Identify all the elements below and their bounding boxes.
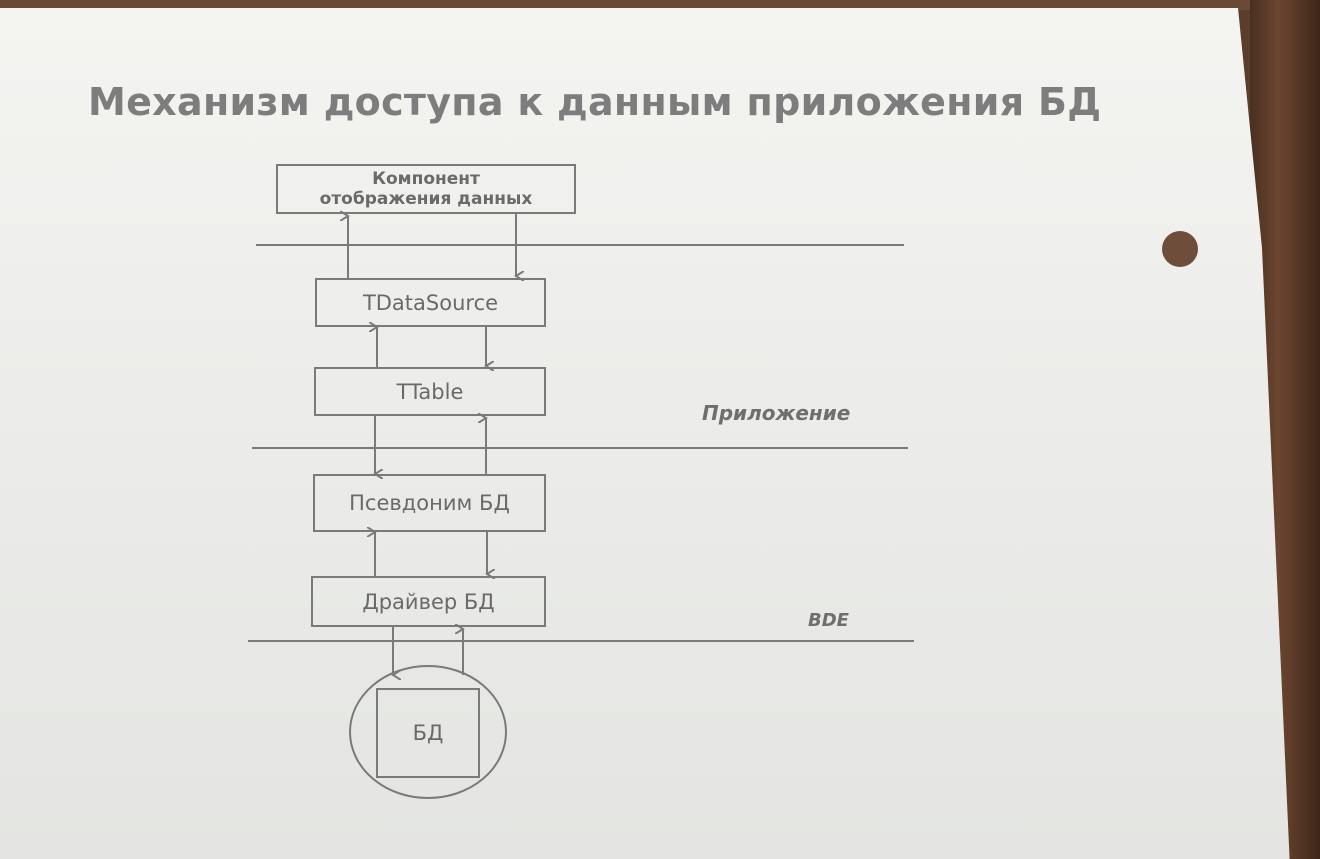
layer-label-application: Приложение	[702, 401, 851, 425]
box-db-label: БД	[412, 721, 444, 745]
box-alias-label: Псевдоним БД	[349, 491, 510, 515]
box-driver: Драйвер БД	[311, 576, 546, 627]
box-display-component-line2: отображения данных	[319, 189, 533, 209]
punch-hole	[1162, 231, 1198, 267]
box-driver-label: Драйвер БД	[362, 589, 495, 614]
box-table-label: TTable	[396, 379, 464, 404]
box-display-component-line1: Компонент	[372, 169, 480, 189]
paper-sheet	[0, 8, 1290, 859]
box-db: БД	[376, 688, 480, 778]
layer-label-bde: BDE	[808, 610, 849, 631]
box-alias: Псевдоним БД	[313, 474, 546, 532]
box-datasource: TDataSource	[315, 278, 546, 327]
db-circle	[349, 665, 507, 799]
box-display-component: Компонент отображения данных	[276, 164, 576, 214]
box-datasource-label: TDataSource	[362, 290, 499, 315]
diagram-title: Механизм доступа к данным приложения БД	[88, 80, 1102, 124]
box-table: TTable	[314, 367, 546, 416]
background-top	[0, 0, 1320, 10]
